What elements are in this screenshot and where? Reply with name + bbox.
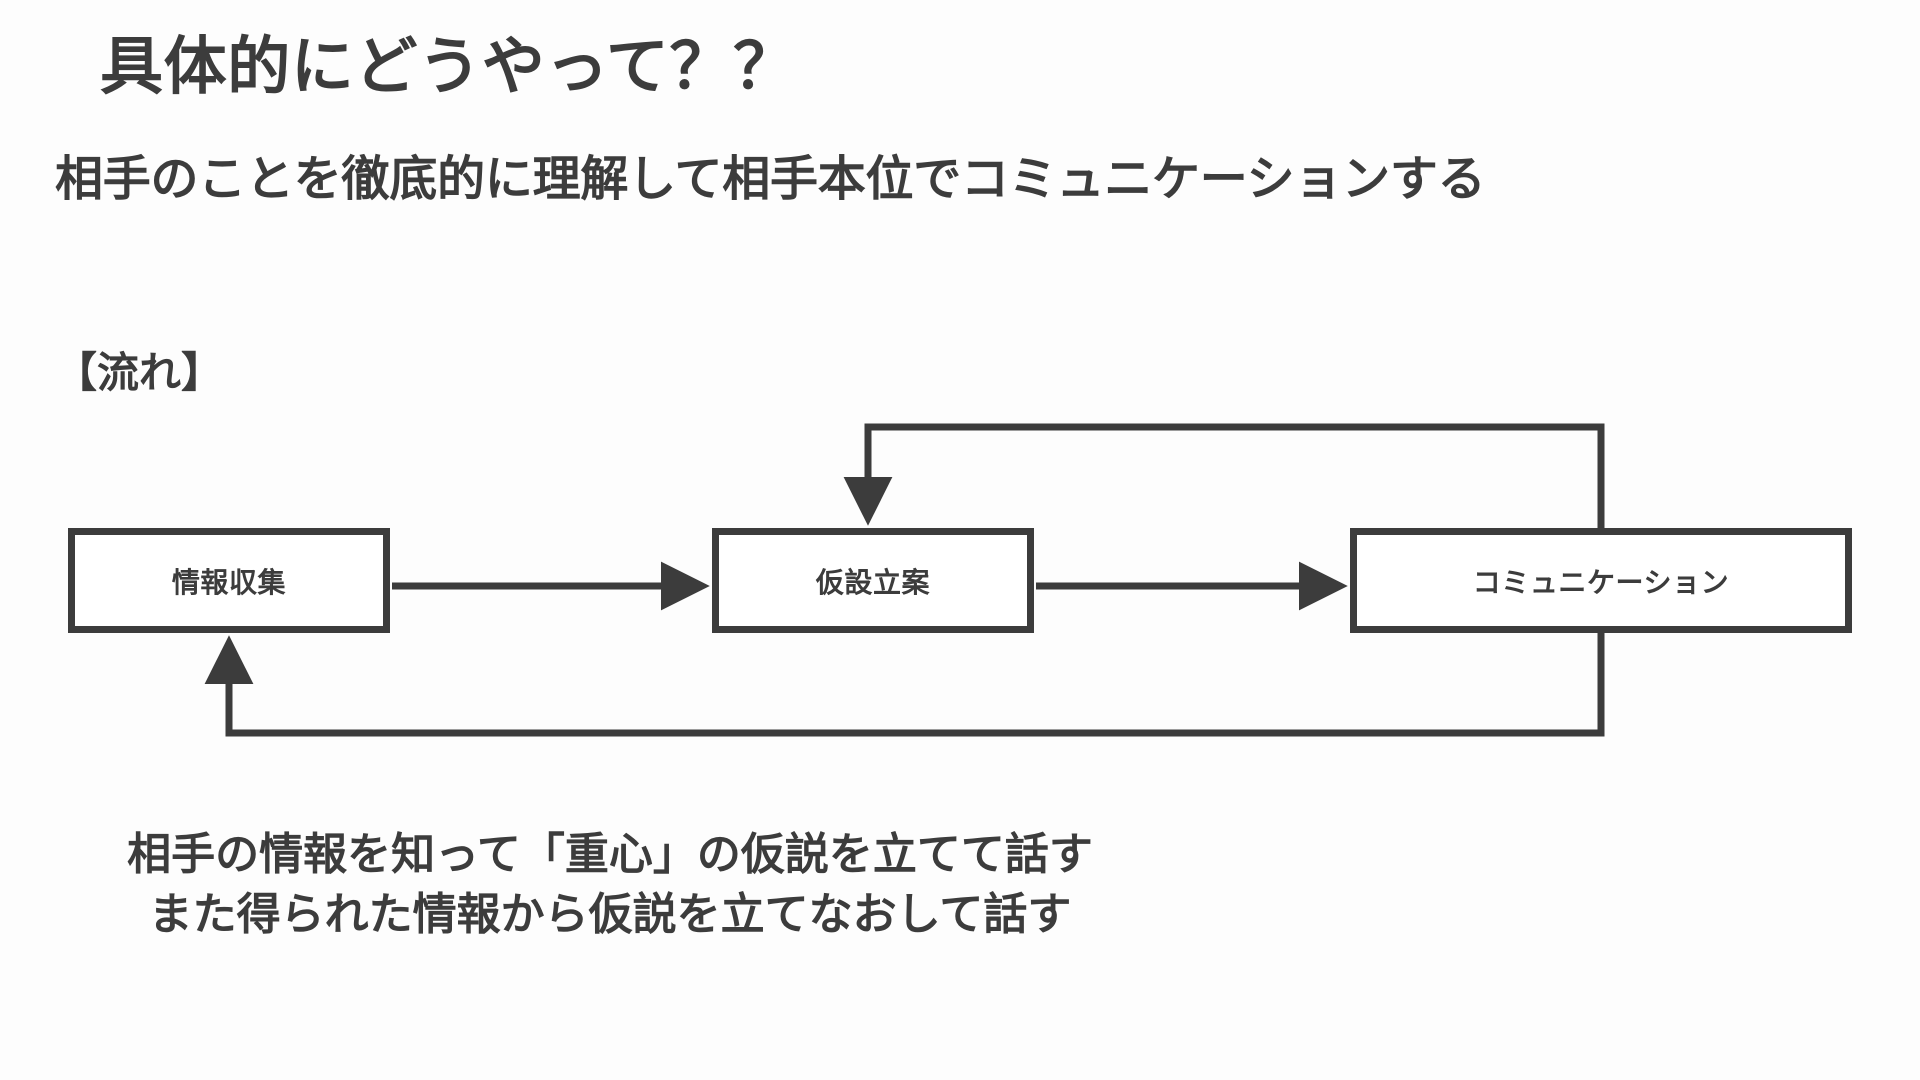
flow-node-hypothesis-label: 仮設立案 (815, 566, 931, 598)
flow-node-collect[interactable]: 情報収集 (68, 528, 390, 633)
flow-node-communication-label: コミュニケーション (1472, 566, 1730, 598)
page-title: 具体的にどうやって？？ (100, 32, 797, 102)
subtitle-text: 相手のことを徹底的に理解して相手本位でコミュニケーションする (55, 153, 1486, 206)
caption-block: 相手の情報を知って「重心」の仮説を立てて話す また得られた情報から仮説を立てなお… (0, 825, 1570, 945)
flow-node-communication[interactable]: コミュニケーション (1350, 528, 1852, 633)
caption-line-1: 相手の情報を知って「重心」の仮説を立てて話す (127, 830, 1093, 879)
flow-section-label: 【流れ】 (55, 349, 224, 396)
edge-communication-to-collect-feedback (204, 633, 1605, 737)
caption-line-2: また得られた情報から仮説を立てなおして話す (148, 889, 1072, 939)
edge-communication-to-hypothesis-feedback (843, 423, 1605, 528)
flow-node-hypothesis[interactable]: 仮設立案 (712, 528, 1034, 633)
flow-node-collect-label: 情報収集 (171, 566, 287, 598)
